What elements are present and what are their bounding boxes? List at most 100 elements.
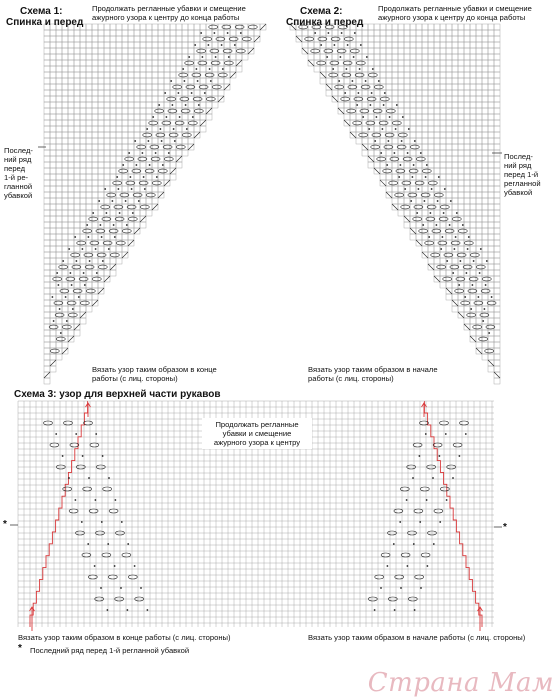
grid-cell (439, 155, 447, 163)
grid-cell (91, 203, 99, 211)
purl-dot-symbol (338, 80, 341, 82)
grid-cell (85, 173, 93, 181)
grid-cell (457, 239, 465, 247)
grid-cell (397, 95, 405, 103)
grid-cell (199, 41, 207, 49)
purl-dot-symbol (88, 477, 90, 479)
grid-cell (415, 233, 423, 241)
grid-cell (79, 167, 87, 175)
grid-cell (361, 65, 369, 73)
grid-cell (49, 245, 57, 253)
grid-cell (61, 47, 69, 55)
grid-cell (469, 107, 477, 115)
yarn-over-symbol (367, 72, 378, 78)
grid-cell (385, 47, 393, 55)
grid-cell (151, 71, 159, 79)
grid-cell (61, 197, 69, 205)
grid-cell (73, 131, 81, 139)
yarn-over-symbol (108, 228, 119, 234)
grid-cell (481, 197, 489, 205)
side-note-line: ний ряд (504, 161, 532, 170)
grid-cell (121, 29, 129, 37)
grid-cell (145, 95, 153, 103)
grid-cell (475, 167, 483, 175)
grid-cell (109, 239, 117, 247)
grid-cell (169, 71, 177, 79)
grid-cell (421, 65, 429, 73)
grid-cell (55, 89, 63, 97)
grid-cell (493, 179, 501, 187)
grid-cell (139, 221, 147, 229)
purl-dot-symbol (393, 609, 396, 611)
grid-cell (73, 155, 81, 163)
yarn-over-symbol (78, 276, 89, 282)
grid-cell (445, 233, 453, 241)
grid-cell (49, 107, 57, 115)
grid-cell (397, 125, 405, 133)
grid-cell (115, 101, 123, 109)
yarn-over-symbol (379, 96, 390, 102)
purl-dot-symbol (142, 176, 145, 178)
yarn-over-symbol (126, 204, 137, 210)
grid-cell (55, 41, 63, 49)
decrease-symbol (343, 119, 351, 127)
grid-cell (469, 89, 477, 97)
decrease-symbol (253, 35, 261, 43)
grid-cell (145, 197, 153, 205)
grid-cell (445, 131, 453, 139)
purl-dot-symbol (410, 200, 413, 202)
grid-cell (109, 257, 117, 265)
grid-cell (187, 101, 195, 109)
grid-cell (307, 53, 315, 61)
grid-cell (61, 83, 69, 91)
yarn-over-symbol (394, 192, 405, 198)
grid-cell (367, 113, 375, 121)
grid-cell (91, 227, 99, 235)
grid-cell (193, 35, 201, 43)
grid-cell (55, 125, 63, 133)
grid-cell (61, 215, 69, 223)
grid-cell (427, 101, 435, 109)
purl-dot-symbol (461, 224, 464, 226)
grid-cell (127, 239, 135, 247)
grid-cell (85, 89, 93, 97)
grid-cell (469, 185, 477, 193)
grid-cell (91, 149, 99, 157)
grid-cell (427, 227, 435, 235)
grid-cell (169, 161, 177, 169)
yarn-over-symbol (466, 312, 477, 318)
grid-cell (61, 269, 69, 277)
grid-cell (403, 65, 411, 73)
grid-cell (109, 203, 117, 211)
grid-cell (115, 47, 123, 55)
grid-cell (439, 167, 447, 175)
yarn-over-symbol (96, 464, 106, 470)
grid-cell (157, 95, 165, 103)
grid-cell (85, 143, 93, 151)
grid-cell (187, 137, 195, 145)
grid-cell (385, 185, 393, 193)
grid-cell (73, 161, 81, 169)
grid-cell (391, 59, 399, 67)
grid-cell (109, 47, 117, 55)
purl-dot-symbol (124, 200, 127, 202)
grid-cell (469, 269, 477, 277)
grid-cell (439, 173, 447, 181)
purl-dot-symbol (87, 236, 90, 238)
grid-cell (61, 173, 69, 181)
grid-cell (115, 197, 123, 205)
grid-cell (139, 47, 147, 55)
grid-cell (121, 89, 129, 97)
grid-cell (109, 149, 117, 157)
grid-cell (487, 215, 495, 223)
grid-cell (493, 221, 501, 229)
grid-cell (97, 161, 105, 169)
grid-cell (409, 119, 417, 127)
grid-cell (385, 155, 393, 163)
grid-cell (91, 161, 99, 169)
grid-cell (451, 41, 459, 49)
purl-dot-symbol (404, 188, 407, 190)
grid-cell (457, 293, 465, 301)
grid-cell (49, 143, 57, 151)
grid-cell (61, 275, 69, 283)
